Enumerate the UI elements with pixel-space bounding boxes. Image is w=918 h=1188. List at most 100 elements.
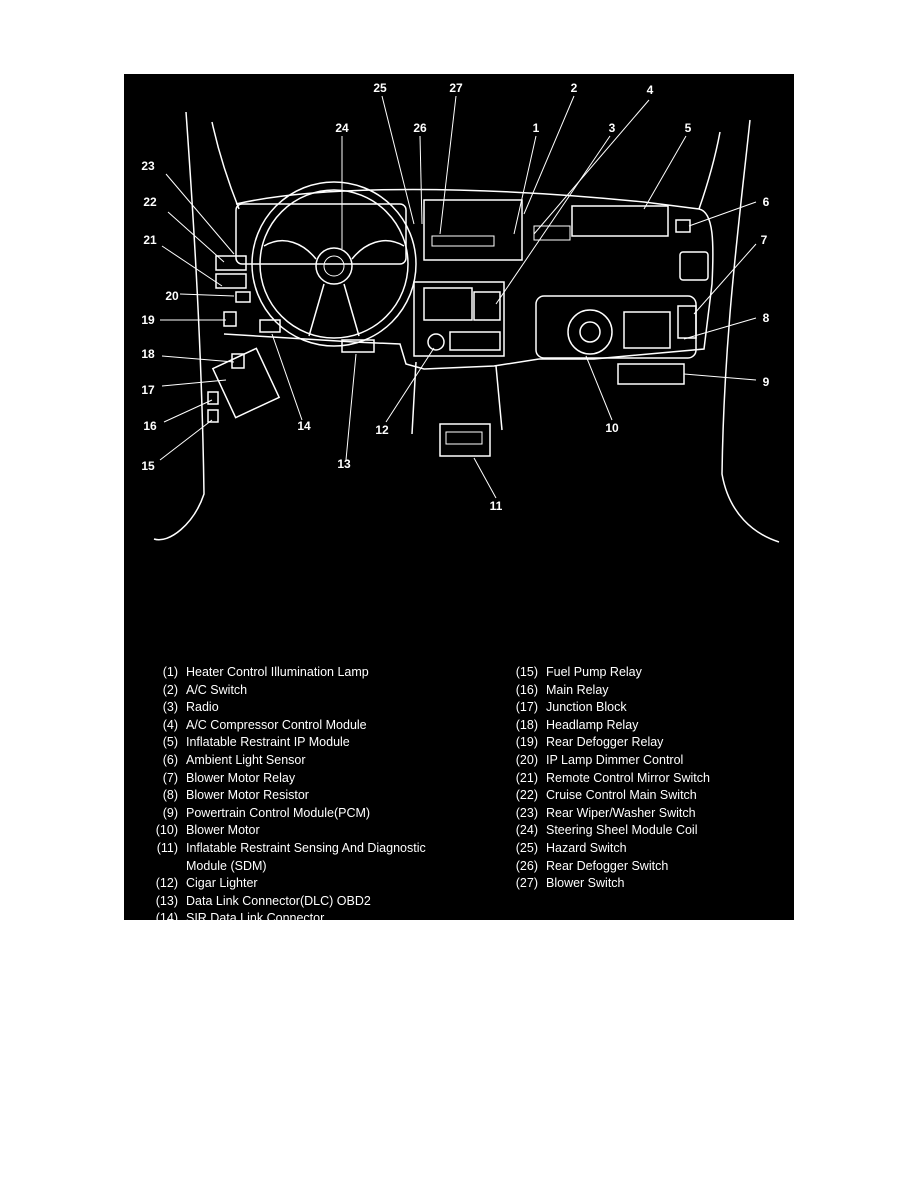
- callout-labels: 25 27 2 4 24 26 1 3 5 23 6 22 21 7 20 19…: [141, 81, 769, 513]
- legend-item: (4)A/C Compressor Control Module: [144, 717, 484, 735]
- legend-item-label: Module (SDM): [186, 858, 267, 873]
- callout-number: 16: [143, 419, 157, 433]
- legend-item: (3)Radio: [144, 699, 484, 717]
- radio-unit: [423, 287, 473, 321]
- ac-module-panel: [473, 291, 501, 321]
- steering-wheel-inner: [259, 189, 409, 339]
- legend-item-label: Rear Defogger Switch: [546, 858, 669, 873]
- legend-item-label: Remote Control Mirror Switch: [546, 770, 710, 785]
- legend-item: (7)Blower Motor Relay: [144, 770, 484, 788]
- sir-connector: [259, 319, 281, 333]
- legend-item: (21) Remote Control Mirror Switch: [504, 770, 784, 788]
- vent-grille: [533, 225, 571, 241]
- blower-motor-inner: [579, 321, 601, 343]
- callout-number: 24: [335, 121, 349, 135]
- callout-number: 7: [761, 233, 768, 247]
- legend-item: (6) Ambient Light Sensor: [144, 752, 484, 770]
- right-vent: [679, 251, 709, 281]
- switch-cluster-left: [215, 255, 247, 271]
- callout-number: 25: [373, 81, 387, 95]
- legend-item: (10) Blower Motor: [144, 822, 484, 840]
- legend-item-label: Main Relay: [546, 682, 609, 697]
- callout-number: 8: [763, 311, 770, 325]
- heater-control-panel: [423, 199, 523, 261]
- legend-item-label: Steering Sheel Module Coil: [546, 823, 698, 838]
- legend-item-number: (9): [162, 805, 178, 820]
- legend-column-left: (1)Heater Control Illumination Lamp(2)A/…: [144, 664, 484, 920]
- callout-number: 11: [490, 499, 503, 513]
- callout-number: 2: [571, 81, 578, 95]
- legend-item-label: Inflatable Restraint IP Module: [186, 735, 350, 750]
- legend-item-number: (6): [162, 752, 178, 767]
- legend-item-number: (26): [515, 858, 538, 873]
- ambient-sensor: [675, 219, 691, 233]
- legend-item-label: Blower Switch: [546, 876, 625, 891]
- callout-number: 4: [647, 83, 654, 97]
- legend-item: (13) Data Link Connector(DLC) OBD2: [144, 893, 484, 911]
- legend-item: (9)Powertrain Control Module(PCM): [144, 805, 484, 823]
- callout-number: 6: [763, 195, 770, 209]
- blower-relay: [677, 305, 697, 339]
- cigar-lighter: [427, 333, 445, 351]
- legend-item-label: Inflatable Restraint Sensing And Diagnos…: [186, 840, 426, 855]
- callout-number: 17: [141, 383, 155, 397]
- legend-item-label: Blower Motor: [186, 823, 260, 838]
- legend-item-number: (16): [515, 682, 538, 697]
- callout-number: 15: [141, 459, 155, 473]
- callout-number: 13: [337, 457, 351, 471]
- fuel-pump-relay: [207, 409, 219, 423]
- steering-wheel-outer: [251, 181, 417, 347]
- legend-item-number: (13): [155, 893, 178, 908]
- callout-number: 21: [143, 233, 157, 247]
- instrument-cluster: [235, 203, 407, 265]
- legend-item-label: Ambient Light Sensor: [186, 752, 306, 767]
- legend-item-label: Fuel Pump Relay: [546, 665, 642, 679]
- legend-item-label: IP Lamp Dimmer Control: [546, 752, 684, 767]
- legend-item-label: Data Link Connector(DLC) OBD2: [186, 893, 371, 908]
- legend-column-right: (15)Fuel Pump Relay(16)Main Relay(17)Jun…: [504, 664, 784, 893]
- dash-lower: [223, 333, 540, 370]
- callout-number: 20: [165, 289, 179, 303]
- legend-item: (26) Rear Defogger Switch: [504, 858, 784, 876]
- legend-item-label: Rear Wiper/Washer Switch: [546, 805, 696, 820]
- legend-item-number: (23): [515, 805, 538, 820]
- legend-item-label: Blower Motor Resistor: [186, 788, 309, 803]
- right-door-edge: [698, 131, 721, 210]
- callout-number: 14: [297, 419, 311, 433]
- legend-item: (20)IP Lamp Dimmer Control: [504, 752, 784, 770]
- legend-item-number: (1): [162, 665, 178, 679]
- legend-item-number: (10): [155, 823, 178, 838]
- legend-item-number: (24): [515, 823, 538, 838]
- legend-item: (24) Steering Sheel Module Coil: [504, 822, 784, 840]
- callout-number: 27: [449, 81, 463, 95]
- legend-item: (27) Blower Switch: [504, 875, 784, 893]
- sdm-module-top: [445, 431, 483, 445]
- legend-item-label: A/C Compressor Control Module: [186, 717, 367, 732]
- switch-cluster-left-2: [215, 273, 247, 289]
- legend-item: (18)Headlamp Relay: [504, 717, 784, 735]
- legend-item-number: (2): [162, 682, 178, 697]
- legend-item-label: A/C Switch: [186, 682, 248, 697]
- legend-item-number: (12): [155, 876, 178, 891]
- legend-item: (5)Inflatable Restraint IP Module: [144, 734, 484, 752]
- callout-number: 9: [763, 375, 770, 389]
- rear-defogger-relay: [223, 311, 237, 327]
- legend-item-label: Cigar Lighter: [186, 876, 258, 891]
- legend-item: (2) A/C Switch: [144, 682, 484, 700]
- legend-item-number: (15): [515, 665, 538, 679]
- legend-item-number: (27): [515, 876, 538, 891]
- callout-number: 1: [533, 121, 540, 135]
- legend-item-number: (3): [162, 700, 178, 715]
- callout-number: 23: [141, 159, 155, 173]
- callout-number: 12: [375, 423, 389, 437]
- legend-item-number: (21): [515, 770, 538, 785]
- lower-passenger-panel: [535, 295, 697, 359]
- heater-display: [431, 235, 495, 247]
- blower-motor-outer: [567, 309, 613, 355]
- legend-item: (11)Inflatable Restraint Sensing And Dia…: [144, 840, 484, 858]
- left-door-edge: [211, 121, 240, 210]
- airbag-panel: [571, 205, 669, 237]
- callout-number: 10: [605, 421, 619, 435]
- steering-hub: [315, 247, 353, 285]
- legend-item: (22)Cruise Control Main Switch: [504, 787, 784, 805]
